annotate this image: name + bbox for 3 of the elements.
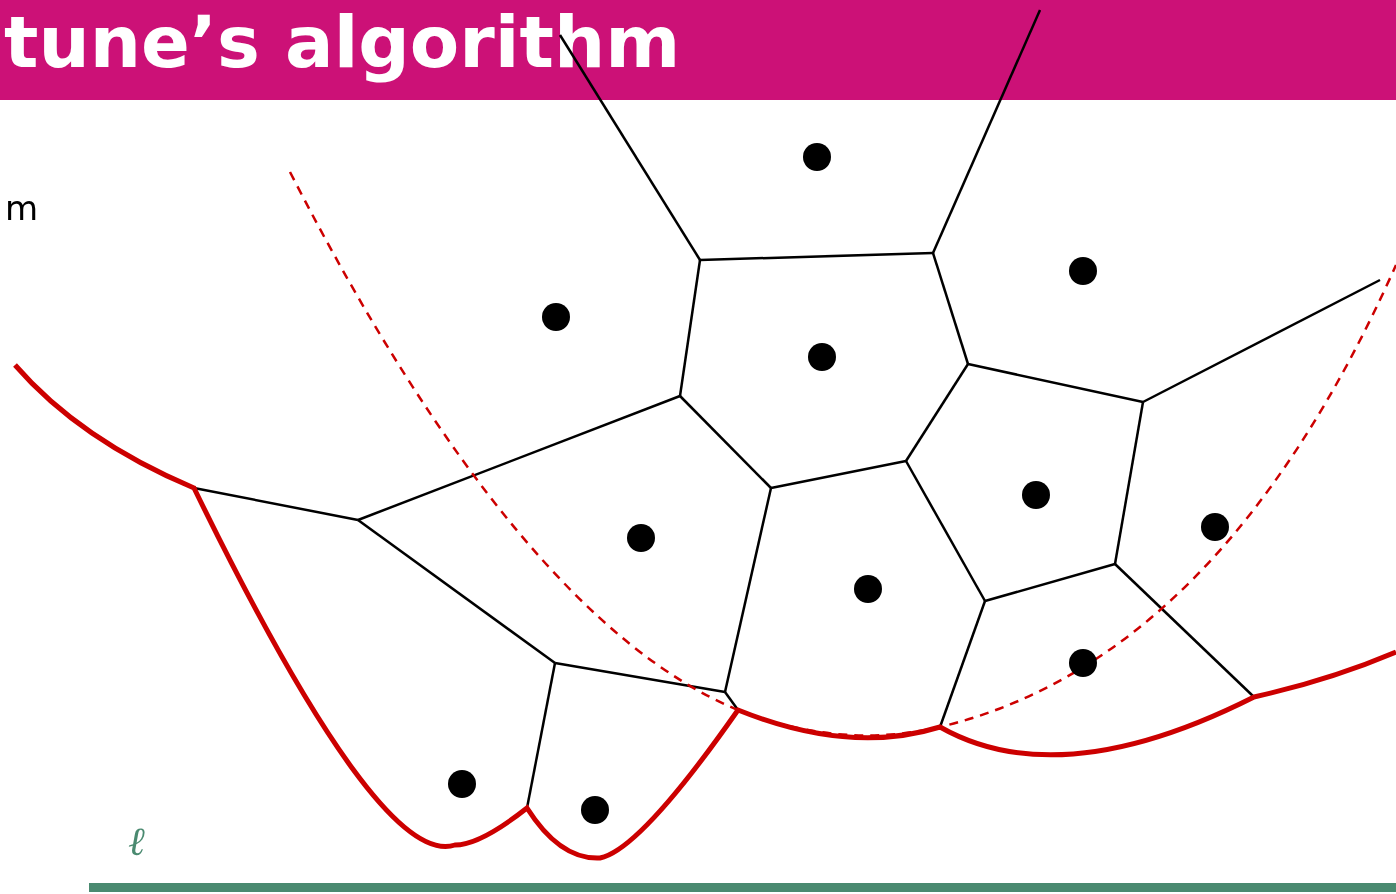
sweep-line-label: ℓ [128,818,145,864]
text-fragment: m [5,188,39,228]
title: tune’s algorithm [4,0,681,86]
